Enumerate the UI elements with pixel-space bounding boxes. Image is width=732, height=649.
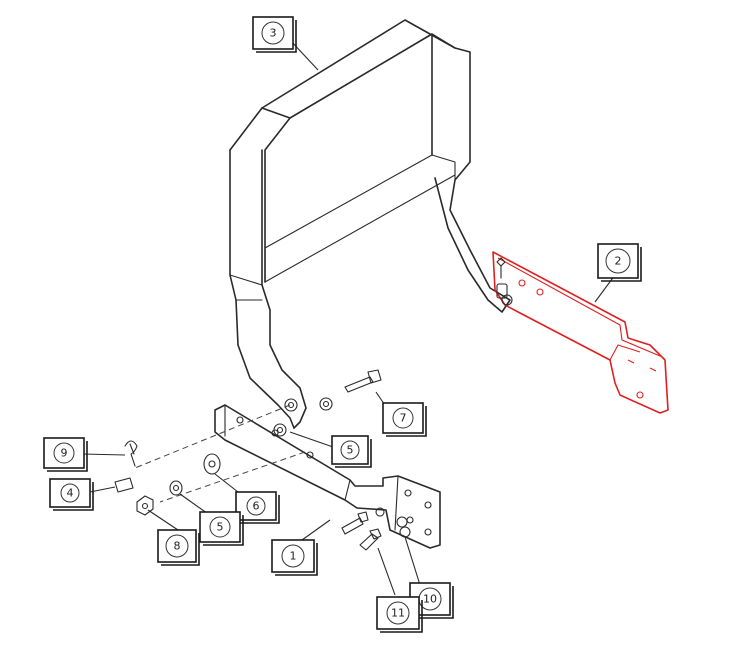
callout-shadow <box>601 247 642 282</box>
callout-shadow <box>386 406 427 437</box>
callout-shadow <box>161 533 200 566</box>
callout-c8: 8 <box>157 529 200 566</box>
callout-labels: 3 2 7 5 9 4 6 5 8 1 10 11 <box>43 16 642 633</box>
callout-number: 11 <box>391 607 405 620</box>
callout-number: 4 <box>67 487 74 500</box>
callout-circle <box>386 601 410 625</box>
callout-circle <box>392 407 414 429</box>
callout-circle <box>246 496 266 516</box>
callout-number: 6 <box>253 500 260 513</box>
callout-c5a: 5 <box>331 435 372 468</box>
leader-lines <box>81 39 616 596</box>
callout-shadow <box>335 439 372 468</box>
callout-circle <box>281 544 305 568</box>
callout-number: 9 <box>61 447 68 460</box>
frame-part-3 <box>229 19 511 429</box>
callout-c11: 11 <box>376 596 423 633</box>
callout-shadow <box>413 586 454 619</box>
callout-number: 5 <box>217 521 224 534</box>
callout-circle <box>60 483 80 503</box>
callout-c4: 4 <box>49 478 94 511</box>
callout-box <box>597 243 639 279</box>
side-bracket-part-2 <box>492 251 669 414</box>
hardware <box>114 369 411 551</box>
callout-shadow <box>380 600 423 633</box>
callout-c2: 2 <box>597 243 642 282</box>
mount-bracket-part-1 <box>214 404 441 549</box>
callout-shadow <box>239 495 280 524</box>
callout-circle <box>53 442 75 464</box>
callout-shadow <box>203 515 244 546</box>
callout-c3: 3 <box>252 16 297 53</box>
callout-c9: 9 <box>43 437 88 472</box>
callout-circle <box>340 440 360 460</box>
callout-shadow <box>256 20 297 53</box>
callout-circle <box>605 248 631 274</box>
callout-circle <box>261 21 285 45</box>
callout-circle <box>165 534 189 558</box>
callout-number: 8 <box>174 540 181 553</box>
callout-number: 10 <box>423 593 437 606</box>
callout-number: 7 <box>400 412 407 425</box>
callout-c1: 1 <box>271 539 318 576</box>
callout-shadow <box>53 482 94 511</box>
callout-c5b: 5 <box>199 511 244 546</box>
callout-c7: 7 <box>382 402 427 437</box>
callout-circle <box>209 516 231 538</box>
callout-number: 3 <box>270 27 277 40</box>
callout-number: 5 <box>347 444 354 457</box>
callout-shadow <box>275 543 318 576</box>
callout-number: 1 <box>290 550 297 563</box>
callout-number: 2 <box>615 255 622 268</box>
callout-shadow <box>47 441 88 472</box>
